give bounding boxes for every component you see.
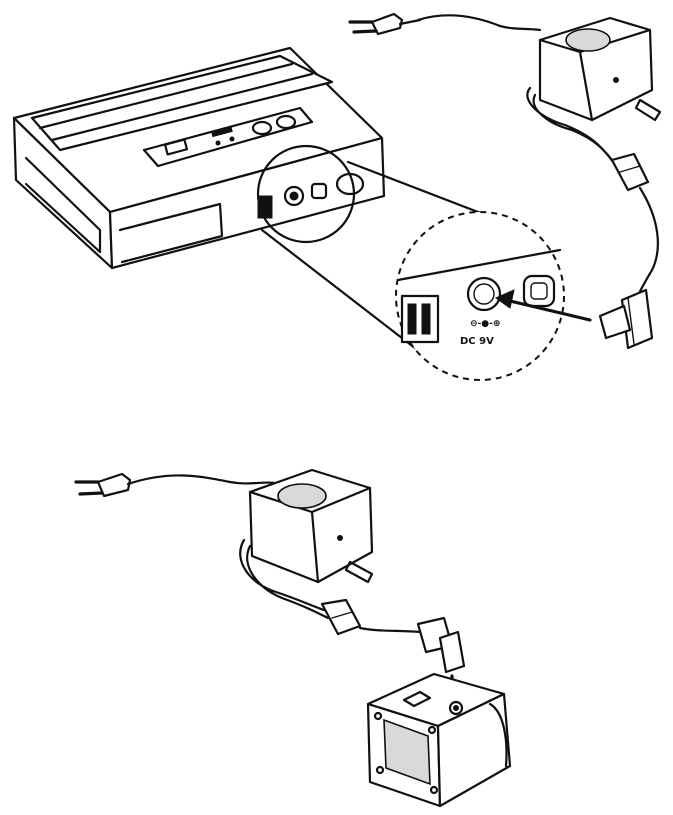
dc-voltage-label: DC 9V — [460, 336, 494, 347]
dc-cable-loop-bottom — [239, 538, 330, 620]
wall-plug-top — [348, 12, 422, 36]
printer-power-connection-figure: ⊖-●-⊕ DC 9V — [12, 12, 662, 381]
ac-cable-top — [416, 14, 542, 32]
dc-cable-bottom — [358, 626, 422, 634]
dc-cable-top — [634, 186, 659, 302]
charging-cradle — [366, 672, 512, 808]
power-adapter-top — [538, 16, 662, 122]
zoom-detail-circle: ⊖-●-⊕ DC 9V — [395, 211, 592, 381]
dc-polarity-label: ⊖-●-⊕ — [470, 319, 500, 329]
insert-arrow-top — [494, 289, 592, 322]
charger-power-connection-figure — [74, 468, 512, 808]
zoom-source-circle — [256, 144, 356, 244]
dc-plug-bottom — [416, 616, 466, 674]
wall-plug-bottom — [74, 472, 132, 498]
dc-cable-loop-top — [526, 86, 618, 168]
ferrite-bead-bottom — [320, 598, 362, 636]
dc-plug-top — [598, 288, 654, 350]
ac-cable-bottom — [126, 474, 282, 486]
printer-body — [12, 46, 386, 270]
power-adapter-bottom — [248, 468, 374, 584]
ferrite-bead-top — [610, 152, 650, 192]
